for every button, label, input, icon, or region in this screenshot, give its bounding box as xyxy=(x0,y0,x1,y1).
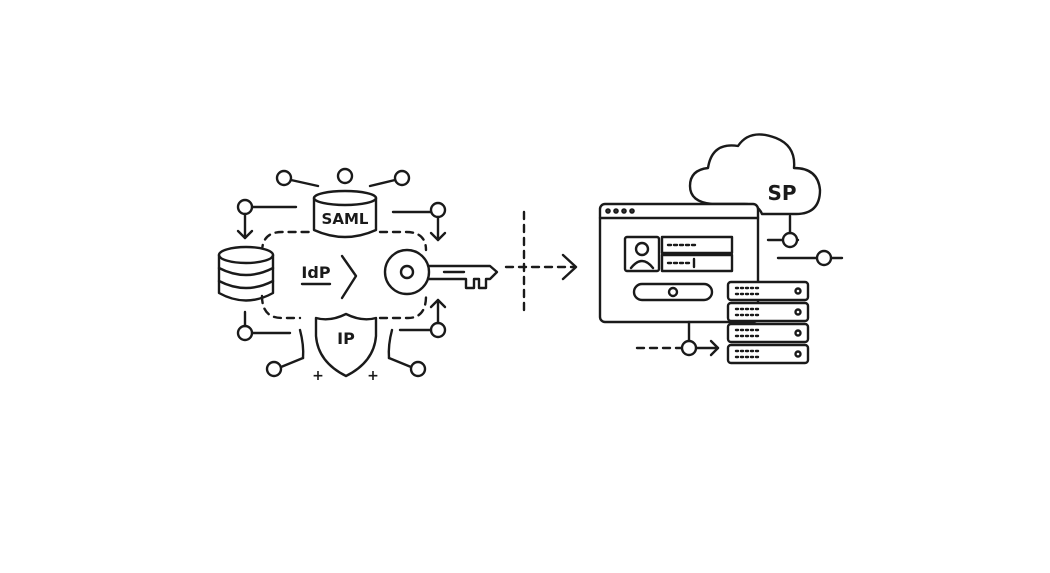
bottom-right-node xyxy=(387,328,427,378)
shield-icon: IP xyxy=(314,312,378,378)
idp-label-group: IdP xyxy=(300,254,358,300)
upper-left-connector xyxy=(236,198,312,254)
idp-cluster: SAML IdP xyxy=(217,167,499,384)
lower-left-connector xyxy=(236,294,302,342)
server-unit xyxy=(726,280,810,302)
chevron-right-icon xyxy=(340,254,358,300)
key-icon xyxy=(383,248,499,296)
browser-window-icon xyxy=(598,202,760,324)
plus-sign-right: + xyxy=(367,368,379,384)
incoming-flow xyxy=(635,339,720,357)
saml-store-icon: SAML xyxy=(312,189,378,239)
bottom-left-node xyxy=(265,328,305,378)
saml-label: SAML xyxy=(322,210,369,228)
server-unit xyxy=(726,322,810,344)
top-node-center xyxy=(336,167,354,185)
cloud-connector-upper xyxy=(766,214,800,249)
plus-sign-left: + xyxy=(312,368,324,384)
server-rack-icon xyxy=(726,280,810,365)
username-field xyxy=(660,235,734,255)
password-field xyxy=(660,253,734,273)
sp-label: SP xyxy=(767,181,796,205)
server-unit xyxy=(726,343,810,365)
user-avatar-icon xyxy=(623,235,661,273)
top-node-left xyxy=(275,169,320,188)
upper-right-connector xyxy=(378,201,447,252)
login-button xyxy=(632,282,714,302)
cloud-connector-lower xyxy=(776,249,844,267)
database-icon xyxy=(217,245,275,302)
trust-boundary xyxy=(504,210,578,312)
sp-cluster: SP xyxy=(598,133,844,365)
cloud-icon: SP xyxy=(688,133,822,216)
top-node-right xyxy=(368,169,411,188)
ip-label: IP xyxy=(337,329,355,348)
server-unit xyxy=(726,301,810,323)
lower-right-connector xyxy=(378,294,447,339)
arrow-right-icon xyxy=(561,253,578,281)
idp-label: IdP xyxy=(301,263,330,282)
arrow-right-icon xyxy=(709,339,720,357)
